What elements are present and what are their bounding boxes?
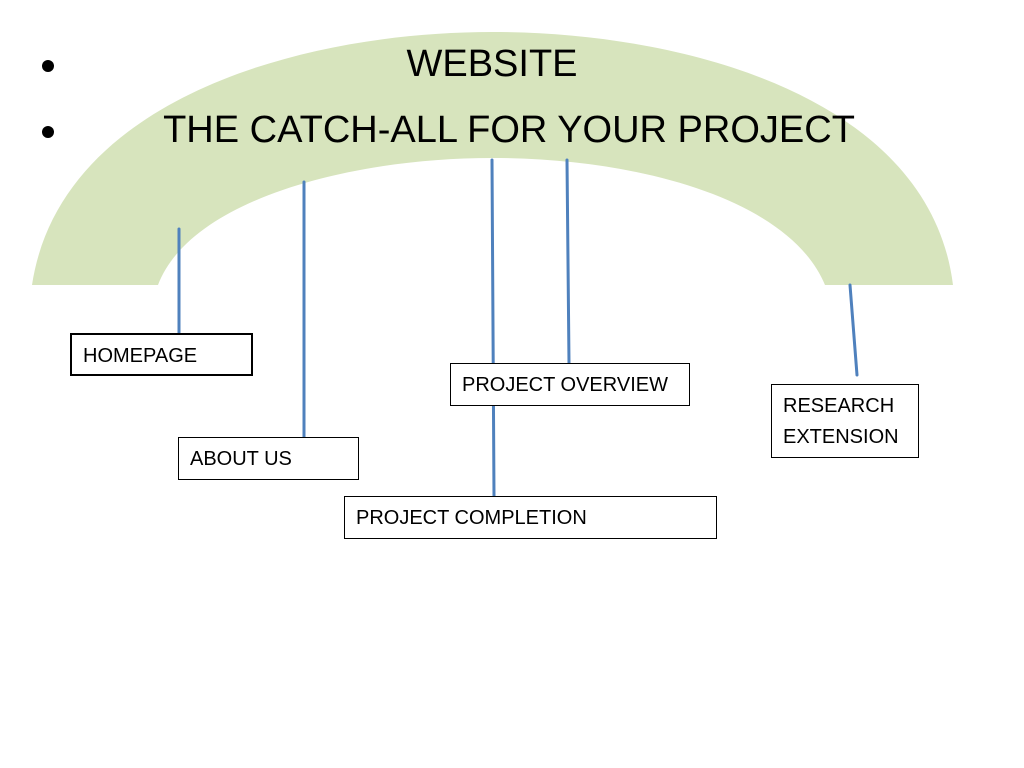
arch-banner: [32, 32, 953, 285]
node-label: PROJECT COMPLETION: [356, 507, 587, 529]
connector-project-completion: [490, 158, 496, 498]
node-label-line-2: EXTENSION: [783, 426, 899, 448]
connector-research-extension: [848, 283, 859, 377]
bullet-dot-icon: [42, 60, 54, 72]
node-project-overview[interactable]: PROJECT OVERVIEW: [450, 363, 690, 406]
bullet-dot-icon: [42, 126, 54, 138]
bullet-item-website: WEBSITE: [0, 42, 1024, 102]
bullet-text: THE CATCH-ALL FOR YOUR PROJECT: [163, 109, 855, 151]
bullet-item-catch-all: THE CATCH-ALL FOR YOUR PROJECT: [0, 108, 1024, 168]
node-research-extension[interactable]: RESEARCH EXTENSION: [771, 384, 919, 458]
bullet-text: WEBSITE: [406, 43, 578, 85]
node-homepage[interactable]: HOMEPAGE: [70, 333, 253, 376]
node-label: PROJECT OVERVIEW: [462, 374, 668, 396]
node-label-line-1: RESEARCH: [783, 395, 895, 417]
node-label: HOMEPAGE: [83, 345, 198, 367]
connector-project-overview: [565, 158, 571, 365]
node-project-completion[interactable]: PROJECT COMPLETION: [344, 496, 717, 539]
node-about-us[interactable]: ABOUT US: [178, 437, 359, 480]
node-label: ABOUT US: [190, 448, 292, 470]
